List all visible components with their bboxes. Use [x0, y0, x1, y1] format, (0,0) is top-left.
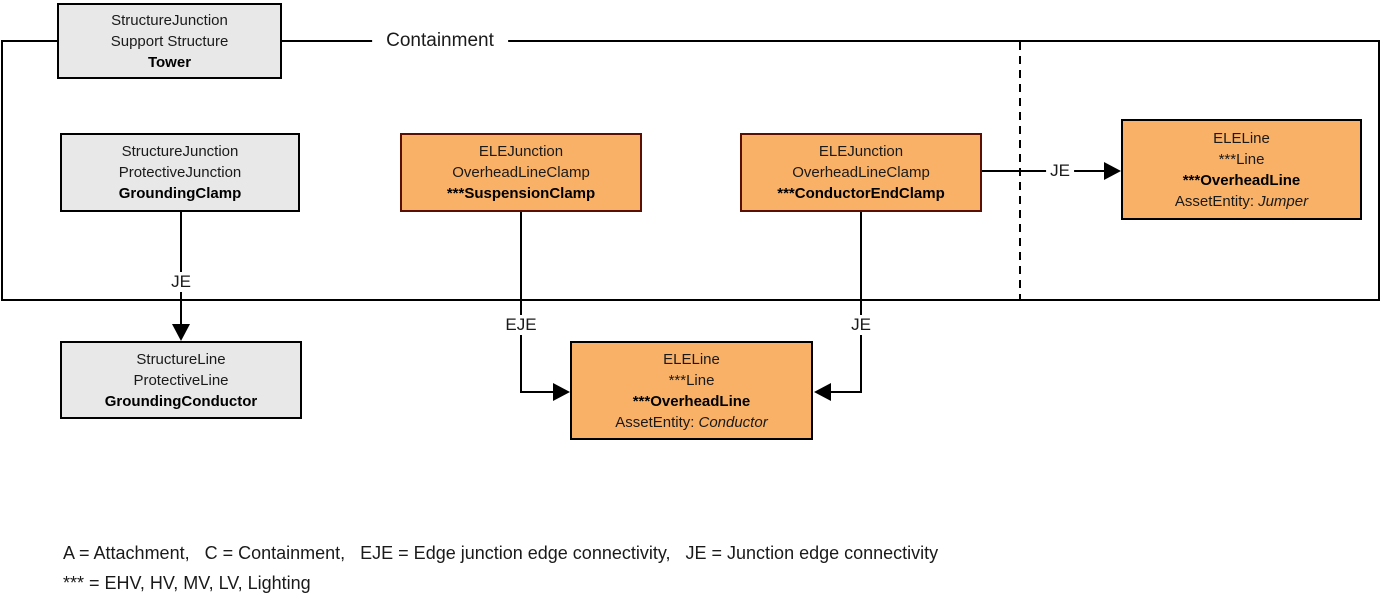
edge-label-je-grounding: JE: [167, 272, 195, 292]
asset-entity-label: AssetEntity:: [1174, 192, 1255, 210]
arrowhead-right-icon: [553, 383, 570, 401]
edge-label-eje-suspension: EJE: [501, 315, 541, 335]
legend-abbreviations: A = Attachment, C = Containment, EJE = E…: [63, 543, 939, 563]
node-text-line: ELELine: [663, 350, 720, 368]
node-text-line: Support Structure: [110, 32, 229, 50]
containment-label: Containment: [372, 30, 508, 52]
legend-asterisks: *** = EHV, HV, MV, LV, Lighting: [63, 573, 311, 593]
node-title: GroundingConductor: [104, 392, 258, 410]
node-jumper-overhead-line: ELELine ***Line ***OverheadLine AssetEnt…: [1121, 119, 1362, 220]
node-text-line: StructureJunction: [111, 11, 228, 29]
node-text-line: StructureLine: [136, 350, 226, 368]
arrowhead-left-icon: [814, 383, 831, 401]
node-tower: StructureJunction Support Structure Towe…: [57, 3, 282, 79]
node-text-line: ELELine: [1213, 129, 1270, 147]
node-text-line: ***Line: [1218, 150, 1265, 168]
node-title: Tower: [147, 53, 192, 71]
edge-label-je-jumper: JE: [1046, 161, 1074, 181]
node-conductor-overhead-line: ELELine ***Line ***OverheadLine AssetEnt…: [570, 341, 813, 440]
arrowhead-down-icon: [172, 324, 190, 341]
node-grounding-clamp: StructureJunction ProtectiveJunction Gro…: [60, 133, 300, 212]
node-text-line: StructureJunction: [121, 143, 239, 160]
asset-entity-value: Jumper: [1258, 192, 1309, 210]
node-text-line: ProtectiveJunction: [118, 164, 242, 181]
arrowhead-right-icon: [1104, 162, 1121, 180]
edge-label-je-conductor: JE: [847, 315, 875, 335]
node-title: ***OverheadLine: [632, 392, 751, 410]
edge-suspensionclamp-conductor: [520, 212, 554, 393]
asset-entity-value: Conductor: [698, 413, 768, 431]
node-text-line: OverheadLineClamp: [792, 164, 930, 181]
node-title: ***ConductorEndClamp: [777, 185, 945, 202]
asset-entity-label: AssetEntity:: [615, 413, 695, 431]
node-title: GroundingClamp: [118, 185, 242, 202]
edge-conductorendclamp-conductor: [830, 212, 862, 393]
node-asset-entity: AssetEntity:Jumper: [1175, 191, 1308, 212]
node-asset-entity: AssetEntity:Conductor: [615, 412, 767, 433]
containment-boundary: [1, 40, 1380, 301]
node-text-line: ELEJunction: [818, 143, 904, 160]
node-title: ***OverheadLine: [1182, 171, 1301, 189]
node-text-line: ELEJunction: [478, 143, 564, 160]
node-suspension-clamp: ELEJunction OverheadLineClamp ***Suspens…: [400, 133, 642, 212]
node-title: ***SuspensionClamp: [446, 185, 596, 202]
node-conductor-end-clamp: ELEJunction OverheadLineClamp ***Conduct…: [740, 133, 982, 212]
node-text-line: OverheadLineClamp: [452, 164, 590, 181]
node-text-line: ProtectiveLine: [133, 371, 229, 389]
node-text-line: ***Line: [668, 371, 715, 389]
node-grounding-conductor: StructureLine ProtectiveLine GroundingCo…: [60, 341, 302, 419]
